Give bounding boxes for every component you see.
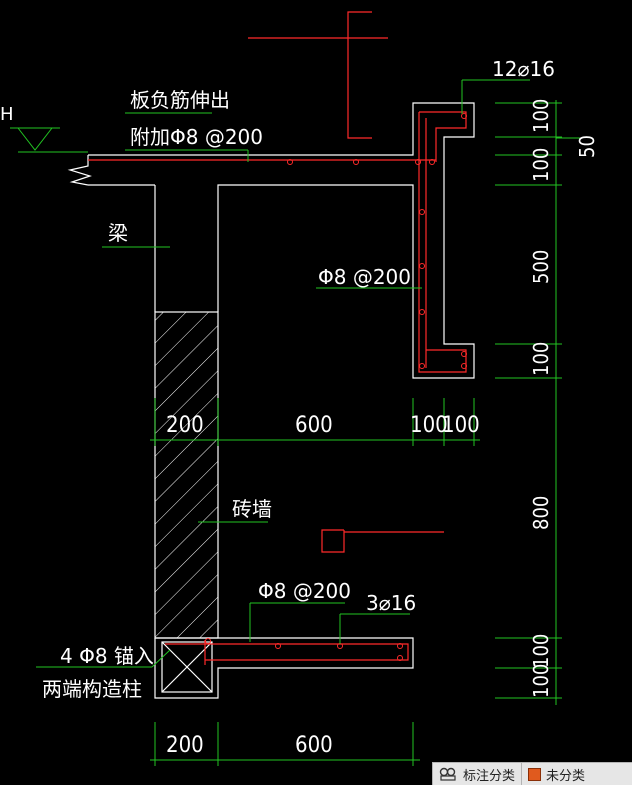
dim-top-600: 600: [295, 413, 333, 438]
annotation-category-button[interactable]: 标注分类: [433, 763, 521, 785]
structure-outline-bottom: [154, 637, 414, 699]
category-color-swatch: [528, 767, 542, 781]
stray-red-marks: [248, 11, 444, 553]
label-slab-rebar-line2: 附加Φ8 @200: [130, 125, 263, 149]
leader-lines: [36, 79, 530, 668]
dim-right-100-e: 100: [529, 664, 553, 698]
label-slab-rebar-line1: 板负筋伸出: [130, 88, 230, 112]
rebar-bottom-dots: [205, 638, 403, 661]
dim-right-100-c: 100: [529, 342, 553, 376]
dim-top-100-b: 100: [442, 413, 480, 438]
dim-right-800: 800: [529, 496, 553, 530]
structure-outline-top: [67, 102, 475, 379]
dim-right-100-b: 100: [529, 148, 553, 182]
label-beam: 梁: [108, 221, 128, 245]
annotation-category-label: 标注分类: [463, 768, 516, 784]
rebar-top: [88, 111, 467, 373]
dimension-lines: [10, 100, 580, 766]
label-anchor-line1: 4 Φ8 锚入: [60, 644, 154, 668]
rebar-top-dots: [287, 113, 467, 369]
status-bar: 标注分类 未分类: [432, 762, 632, 785]
dim-bottom-200: 200: [166, 733, 204, 758]
dim-right-50: 50: [575, 135, 599, 158]
dim-right-100-d: 100: [529, 634, 553, 668]
label-level-mark: H: [0, 104, 14, 125]
dim-right-500: 500: [529, 250, 553, 284]
dim-right-100-a: 100: [529, 99, 553, 133]
dim-bottom-600: 600: [295, 733, 333, 758]
uncategorized-button[interactable]: 未分类: [522, 763, 591, 785]
dim-top-100-a: 100: [410, 413, 448, 438]
label-stirrup-bottom: Φ8 @200: [258, 579, 351, 603]
label-bottom-bars: 3⌀16: [366, 591, 416, 615]
label-anchor-line2: 两端构造柱: [42, 677, 142, 701]
dim-top-200: 200: [166, 413, 204, 438]
label-stirrup-top: Φ8 @200: [318, 265, 411, 289]
uncategorized-label: 未分类: [546, 768, 586, 784]
link-icon: [439, 767, 456, 781]
brick-wall-hatch: [154, 311, 219, 639]
label-brick-wall: 砖墙: [232, 497, 272, 521]
status-separator: [521, 763, 523, 785]
label-top-bars: 12⌀16: [492, 57, 555, 81]
rebar-bottom: [165, 640, 409, 665]
